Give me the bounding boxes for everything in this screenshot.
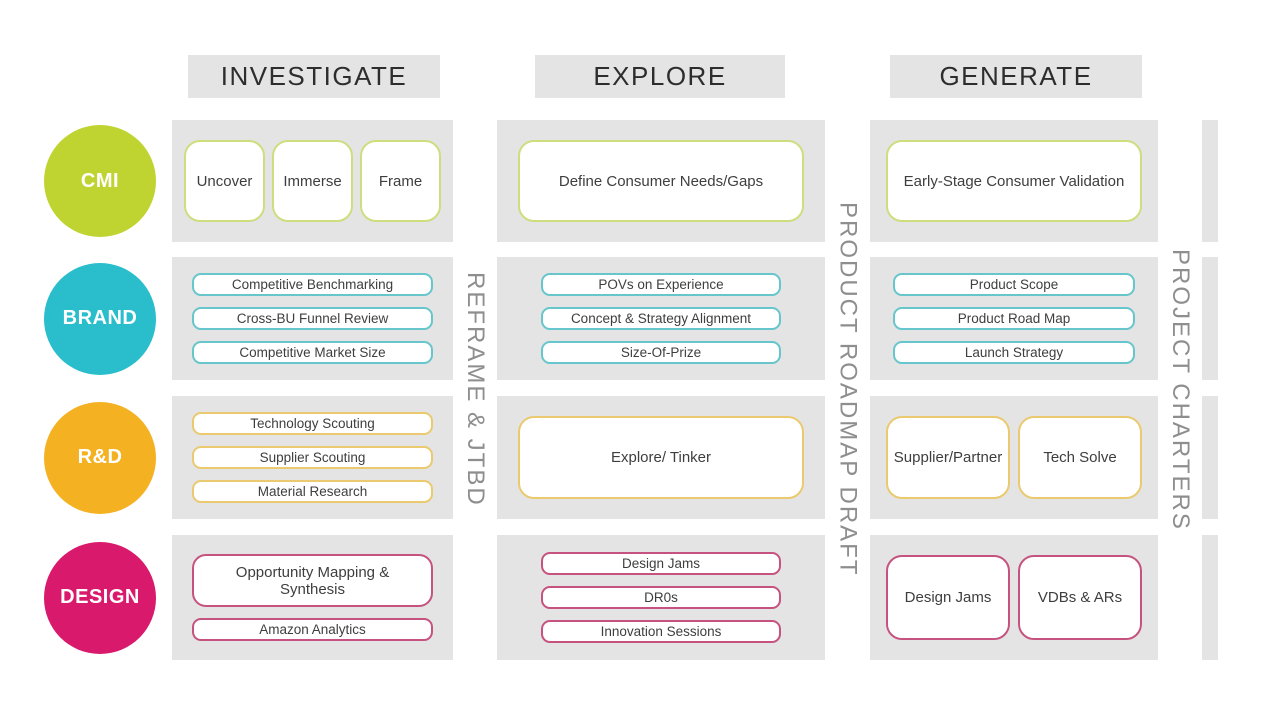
row-circle-r-d: R&D xyxy=(44,401,156,514)
activity-box-technology-scouting: Technology Scouting xyxy=(192,412,433,435)
activity-box-size-of-prize: Size-Of-Prize xyxy=(541,341,781,364)
activity-box-material-research: Material Research xyxy=(192,480,433,503)
activity-box-competitive-benchmarking: Competitive Benchmarking xyxy=(192,273,433,296)
cell-cmi-explore: Define Consumer Needs/Gaps xyxy=(497,120,825,242)
lane-edge-strip-r-d xyxy=(1202,396,1218,519)
activity-box-vdbs-ars: VDBs & ARs xyxy=(1018,555,1142,640)
activity-box-amazon-analytics: Amazon Analytics xyxy=(192,618,433,641)
column-header-investigate: INVESTIGATE xyxy=(188,55,440,98)
activity-box-early-stage-consumer-validation: Early-Stage Consumer Validation xyxy=(886,140,1142,222)
cell-cmi-generate: Early-Stage Consumer Validation xyxy=(870,120,1158,242)
divider-project-charters-label: PROJECT CHARTERS xyxy=(1167,248,1194,531)
divider-product-roadmap-draft-label: PRODUCT ROADMAP DRAFT xyxy=(834,202,862,577)
divider-reframe-jtbd: REFRAME & JTBD xyxy=(453,117,497,662)
column-header-explore: EXPLORE xyxy=(535,55,785,98)
activity-box-uncover: Uncover xyxy=(184,140,265,222)
activity-box-product-road-map: Product Road Map xyxy=(893,307,1135,330)
activity-box-launch-strategy: Launch Strategy xyxy=(893,341,1135,364)
activity-box-explore-tinker: Explore/ Tinker xyxy=(518,416,804,499)
activity-box-supplier-partner: Supplier/Partner xyxy=(886,416,1010,499)
row-circle-cmi: CMI xyxy=(44,125,156,237)
activity-box-opportunity-mapping-synthesis: Opportunity Mapping & Synthesis xyxy=(192,554,433,607)
activity-box-concept-strategy-alignment: Concept & Strategy Alignment xyxy=(541,307,781,330)
activity-box-define-consumer-needs-gaps: Define Consumer Needs/Gaps xyxy=(518,140,804,222)
activity-box-innovation-sessions: Innovation Sessions xyxy=(541,620,781,643)
row-circle-brand: BRAND xyxy=(44,262,156,375)
activity-box-design-jams: Design Jams xyxy=(541,552,781,575)
activity-box-competitive-market-size: Competitive Market Size xyxy=(192,341,433,364)
activity-box-cross-bu-funnel-review: Cross-BU Funnel Review xyxy=(192,307,433,330)
divider-product-roadmap-draft: PRODUCT ROADMAP DRAFT xyxy=(825,117,870,662)
lane-edge-strip-cmi xyxy=(1202,120,1218,242)
activity-box-supplier-scouting: Supplier Scouting xyxy=(192,446,433,469)
divider-project-charters: PROJECT CHARTERS xyxy=(1158,117,1202,662)
activity-box-povs-on-experience: POVs on Experience xyxy=(541,273,781,296)
cell-r-d-explore: Explore/ Tinker xyxy=(497,396,825,519)
row-circle-design: DESIGN xyxy=(44,541,156,654)
activity-box-frame: Frame xyxy=(360,140,441,222)
lane-edge-strip-design xyxy=(1202,535,1218,660)
lane-edge-strip-brand xyxy=(1202,257,1218,380)
divider-reframe-jtbd-label: REFRAME & JTBD xyxy=(462,272,489,507)
activity-box-design-jams: Design Jams xyxy=(886,555,1010,640)
activity-box-immerse: Immerse xyxy=(272,140,353,222)
activity-box-dr0s: DR0s xyxy=(541,586,781,609)
activity-box-product-scope: Product Scope xyxy=(893,273,1135,296)
activity-box-tech-solve: Tech Solve xyxy=(1018,416,1142,499)
column-header-generate: GENERATE xyxy=(890,55,1142,98)
